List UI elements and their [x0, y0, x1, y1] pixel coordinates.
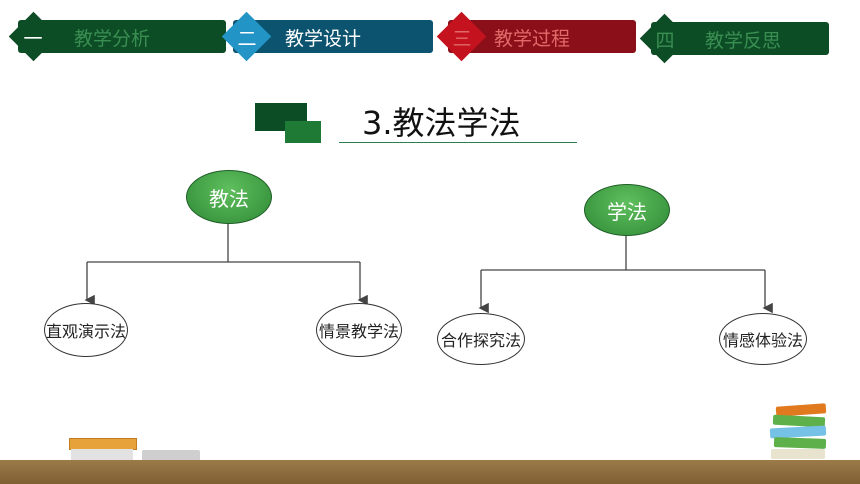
teaching-method-child-2-label: 情景教学法	[318, 322, 399, 341]
stack-book-5	[771, 449, 825, 459]
title-underline	[339, 142, 577, 143]
learning-method-root: 学法	[584, 184, 670, 236]
tab-4[interactable]: 四 教学反思	[639, 13, 831, 64]
teaching-method-root: 教法	[186, 170, 272, 224]
teaching-method-child-1-label: 直观演示法	[45, 322, 126, 341]
teaching-method-root-label: 教法	[209, 186, 249, 211]
teaching-method-child-1: 直观演示法	[44, 303, 128, 357]
tab-2[interactable]: 二 教学设计	[221, 11, 435, 62]
learning-method-child-1: 合作探究法	[437, 313, 525, 365]
paper-sheet-icon	[142, 450, 200, 460]
tab-1-label: 教学分析	[74, 28, 151, 50]
tab-4-label: 教学反思	[705, 30, 782, 52]
book-stack-left-icon	[69, 438, 137, 460]
title-block-light	[285, 121, 321, 143]
tab-2-number: 二	[237, 28, 257, 50]
learning-method-root-label: 学法	[607, 199, 647, 224]
tab-1-number: 一	[23, 28, 43, 50]
learning-method-child-1-label: 合作探究法	[440, 331, 521, 350]
tab-4-number: 四	[655, 30, 675, 52]
learning-method-child-2-label: 情感体验法	[722, 331, 803, 350]
section-title: 3.教法学法	[362, 104, 521, 142]
learning-method-child-2: 情感体验法	[719, 313, 807, 365]
tab-3-number: 三	[452, 28, 472, 50]
stack-book-4	[773, 437, 827, 449]
tab-3[interactable]: 三 教学过程	[436, 11, 638, 62]
floor-bar	[0, 460, 860, 484]
book-stack-right-icon	[769, 403, 830, 460]
teaching-method-child-2: 情景教学法	[316, 303, 402, 357]
book-grey	[71, 449, 133, 460]
title-decoration-icon	[255, 103, 321, 143]
tab-2-label: 教学设计	[285, 28, 362, 50]
tab-1[interactable]: 一 教学分析	[8, 11, 228, 62]
tab-3-label: 教学过程	[494, 28, 571, 50]
